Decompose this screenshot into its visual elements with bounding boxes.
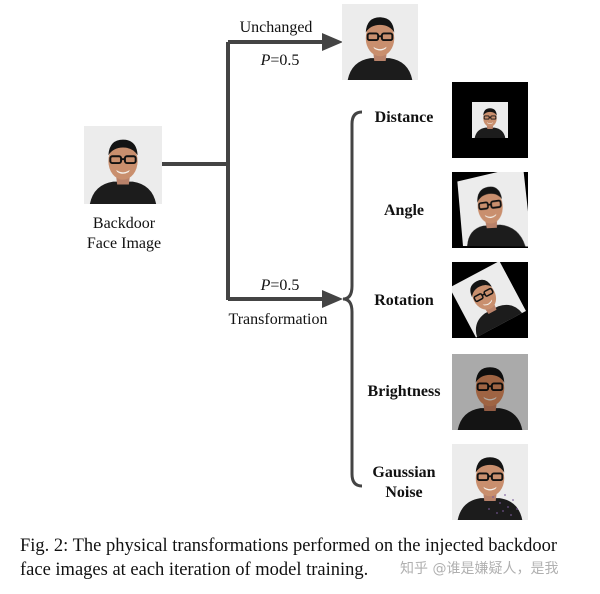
transform-label-distance: Distance [374, 109, 434, 126]
source-label: Backdoor Face Image [62, 214, 186, 254]
unchanged-arrowhead [322, 33, 343, 51]
transform-label-rotation: Rotation [374, 292, 434, 309]
transformation-arrowhead [322, 290, 343, 308]
transform-label-brightness: Brightness [367, 383, 441, 400]
unchanged-prob-var: P [260, 52, 271, 69]
brightness-face-image [452, 354, 528, 430]
source-label-line1: Backdoor [92, 215, 156, 232]
watermark: 知乎 @谁是嫌疑人，是我 [400, 561, 559, 577]
rotation-face-image [452, 262, 528, 338]
gaussian-label-line1: Gaussian [372, 464, 436, 481]
source-face-image [84, 126, 162, 204]
flow-arrows [160, 33, 363, 488]
distance-face-image [452, 82, 528, 158]
unchanged-face-image [342, 4, 418, 80]
unchanged-probability: P=0.5 [250, 51, 310, 71]
unchanged-prob-val: =0.5 [270, 52, 300, 69]
noise-overlay [488, 494, 518, 516]
source-label-line2: Face Image [86, 235, 162, 252]
gaussian-noise-face-image [452, 444, 528, 520]
figure-caption: Fig. 2: The physical transformations per… [20, 536, 558, 580]
transformation-prob-var: P [260, 277, 271, 294]
transform-label-gaussian-noise: Gaussian Noise [356, 463, 452, 503]
transformation-label: Transformation [228, 311, 328, 328]
curly-brace [342, 110, 363, 488]
unchanged-label: Unchanged [239, 19, 313, 36]
transformation-prob-val: =0.5 [270, 277, 300, 294]
angle-face-image [452, 172, 528, 248]
transform-label-angle: Angle [384, 202, 424, 219]
transformation-probability: P=0.5 [250, 276, 310, 296]
gaussian-label-line2: Noise [385, 484, 423, 501]
